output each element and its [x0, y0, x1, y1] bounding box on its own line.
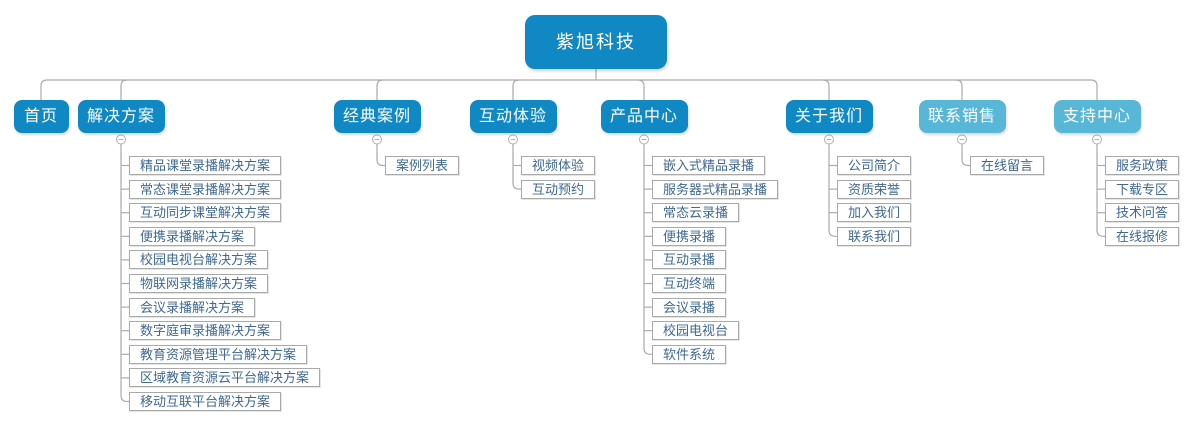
child-node-solutions[interactable]: 精品课堂录播解决方案	[129, 156, 282, 175]
connector-line	[955, 79, 963, 100]
nav-node-about-us[interactable]: 关于我们	[785, 100, 873, 133]
nav-node-classic-cases[interactable]: 经典案例	[333, 100, 421, 133]
nav-node-interactive-experience[interactable]: 互动体验	[469, 100, 557, 133]
collapse-toggle[interactable]	[116, 134, 126, 145]
child-node-product-center[interactable]: 便携录播	[652, 226, 727, 246]
child-node-solutions[interactable]: 移动互联平台解决方案	[129, 392, 282, 411]
child-node-interactive-experience[interactable]: 视频体验	[521, 156, 596, 175]
child-node-support-center[interactable]: 下载专区	[1105, 179, 1180, 199]
child-node-classic-cases[interactable]: 案例列表	[385, 156, 460, 175]
child-node-contact-sales[interactable]: 在线留言	[970, 156, 1045, 175]
connector-line	[512, 144, 521, 190]
connector-line	[40, 79, 1098, 87]
nav-node-product-center[interactable]: 产品中心	[600, 100, 688, 133]
child-node-support-center[interactable]: 技术问答	[1105, 203, 1180, 223]
nav-node-home[interactable]: 首页	[13, 100, 69, 133]
collapse-toggle[interactable]	[1092, 134, 1102, 145]
child-node-about-us[interactable]: 加入我们	[837, 203, 912, 223]
child-node-about-us[interactable]: 联系我们	[837, 226, 912, 246]
nav-node-contact-sales[interactable]: 联系销售	[918, 100, 1006, 133]
connector-line	[120, 79, 128, 100]
child-node-solutions[interactable]: 会议录播解决方案	[129, 297, 256, 317]
child-node-product-center[interactable]: 互动终端	[652, 274, 727, 293]
connector-line	[822, 79, 830, 100]
child-node-solutions[interactable]: 便携录播解决方案	[129, 226, 256, 246]
connector-line	[512, 79, 520, 100]
child-node-solutions[interactable]: 校园电视台解决方案	[129, 250, 269, 270]
child-node-product-center[interactable]: 互动录播	[652, 250, 727, 270]
child-node-solutions[interactable]: 区域教育资源云平台解决方案	[129, 368, 321, 388]
child-node-about-us[interactable]: 资质荣誉	[837, 179, 912, 199]
nav-node-support-center[interactable]: 支持中心	[1053, 100, 1141, 133]
child-node-solutions[interactable]: 互动同步课堂解决方案	[129, 203, 282, 223]
child-node-solutions[interactable]: 物联网录播解决方案	[129, 274, 269, 293]
child-node-interactive-experience[interactable]: 互动预约	[521, 179, 596, 199]
nav-node-solutions[interactable]: 解决方案	[77, 100, 165, 133]
connector-line	[961, 144, 970, 167]
child-node-product-center[interactable]: 嵌入式精品录播	[652, 156, 766, 175]
connector-line	[637, 79, 645, 100]
collapse-toggle[interactable]	[639, 134, 649, 145]
child-node-solutions[interactable]: 数字庭审录播解决方案	[129, 321, 282, 341]
child-node-product-center[interactable]: 服务器式精品录播	[652, 179, 779, 199]
child-node-product-center[interactable]: 校园电视台	[652, 321, 740, 341]
child-node-product-center[interactable]: 会议录播	[652, 297, 727, 317]
child-node-solutions[interactable]: 常态课堂录播解决方案	[129, 179, 282, 199]
child-node-solutions[interactable]: 教育资源管理平台解决方案	[129, 344, 308, 364]
connector-line	[828, 144, 837, 237]
root-node[interactable]: 紫旭科技	[525, 15, 667, 69]
child-node-product-center[interactable]: 常态云录播	[652, 203, 740, 223]
child-node-support-center[interactable]: 服务政策	[1105, 156, 1180, 175]
collapse-toggle[interactable]	[824, 134, 834, 145]
collapse-toggle[interactable]	[372, 134, 382, 145]
connector-line	[1096, 144, 1105, 237]
child-node-about-us[interactable]: 公司简介	[837, 156, 912, 175]
connector-line	[643, 144, 652, 355]
collapse-toggle[interactable]	[508, 134, 518, 145]
child-node-product-center[interactable]: 软件系统	[652, 344, 727, 364]
collapse-toggle[interactable]	[957, 134, 967, 145]
connector-line	[120, 144, 129, 403]
connector-line	[376, 144, 385, 167]
connector-line	[376, 79, 384, 100]
child-node-support-center[interactable]: 在线报修	[1105, 226, 1180, 246]
